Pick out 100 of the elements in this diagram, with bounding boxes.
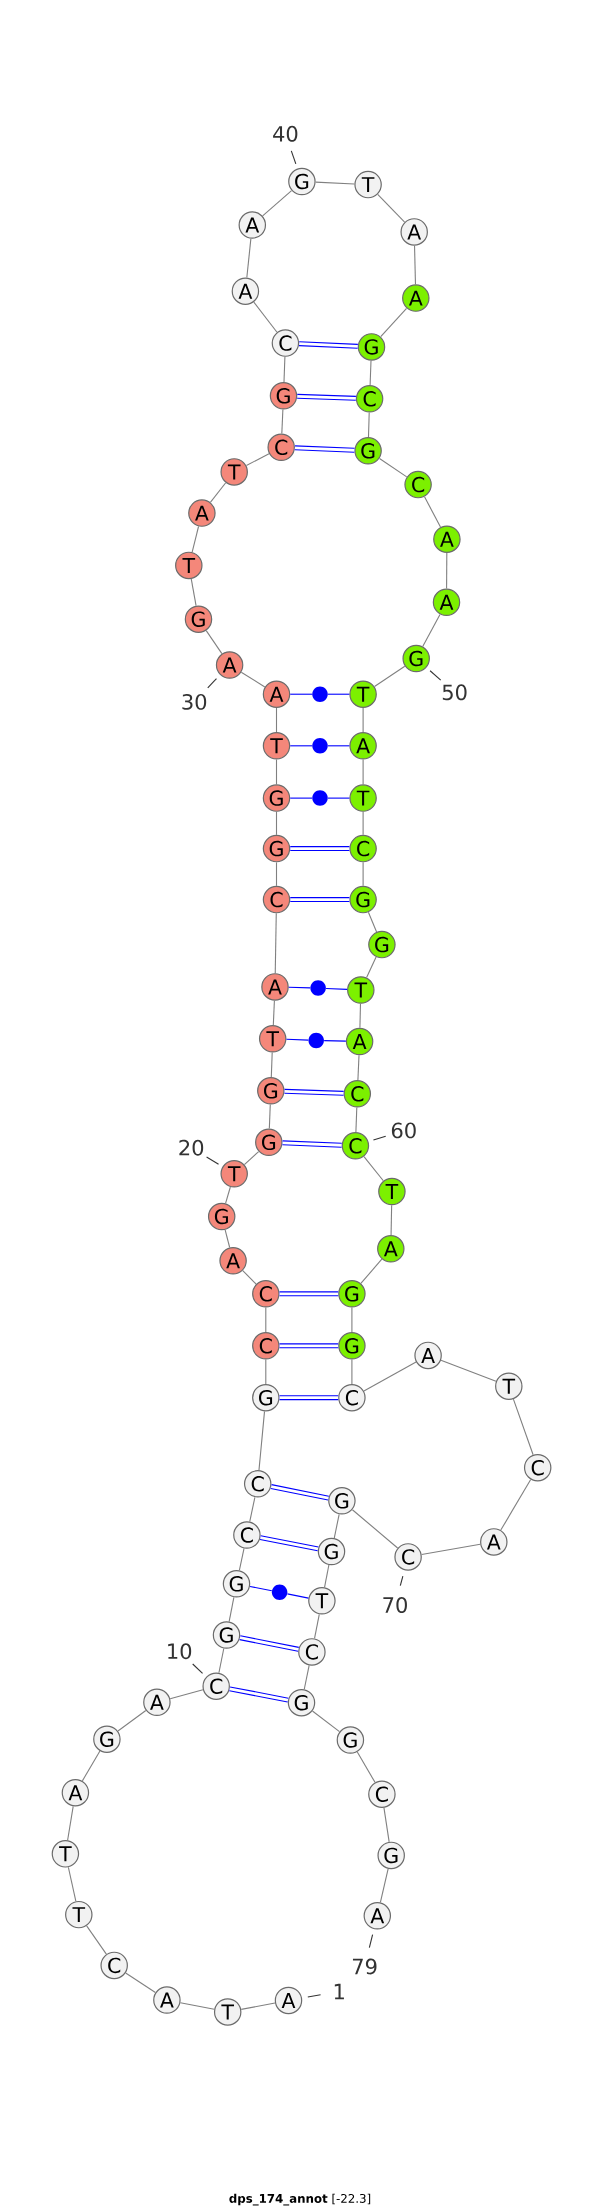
position-number: 30 <box>182 693 207 710</box>
backbone-line <box>362 707 364 733</box>
backbone-line <box>356 1751 376 1783</box>
pair-dot <box>312 686 328 702</box>
backbone-line <box>367 911 378 933</box>
position-number: 79 <box>352 1958 377 1975</box>
base-pair-line <box>285 1038 309 1041</box>
backbone-line <box>373 665 406 688</box>
backbone-line <box>363 1156 384 1182</box>
base-pair-line <box>286 1593 309 1599</box>
backbone-line <box>367 412 370 438</box>
backbone-line <box>333 1513 340 1539</box>
backbone-line <box>314 1613 320 1639</box>
position-number: 50 <box>442 684 467 701</box>
base-pair-line <box>282 1140 342 1148</box>
backbone-line <box>281 409 284 435</box>
backbone-line <box>240 671 266 688</box>
position-number: 40 <box>273 125 298 142</box>
position-number: 10 <box>168 1643 192 1660</box>
backbone-line <box>265 1307 267 1333</box>
backbone-line <box>351 1359 353 1385</box>
backbone-line <box>125 1972 156 1994</box>
leader-line <box>399 1575 404 1587</box>
leader-line <box>307 1994 322 1998</box>
position-number: 1 <box>334 1983 344 2000</box>
base-pair-line <box>290 846 350 852</box>
base-pair-line <box>327 693 350 695</box>
leader-line <box>372 1135 387 1141</box>
backbone-line <box>67 1866 77 1902</box>
base-pair-line <box>327 745 350 747</box>
backbone-line <box>303 1664 310 1690</box>
backbone-line <box>377 193 406 223</box>
backbone-line <box>423 496 442 528</box>
pair-dot <box>271 1584 288 1601</box>
backbone-line <box>512 1398 534 1456</box>
base-pair-line <box>279 1343 339 1349</box>
leader-line <box>290 150 297 165</box>
backbone-line <box>228 1596 235 1623</box>
backbone-line <box>369 360 372 386</box>
pair-dot <box>312 738 328 754</box>
pair-dot <box>308 1032 324 1049</box>
base-pair-line <box>299 341 358 349</box>
backbone-line <box>190 578 197 607</box>
base-pair-line <box>270 1484 329 1501</box>
backbone-line <box>272 1000 275 1026</box>
backbone-line <box>363 1361 417 1392</box>
backbone-line <box>378 457 408 478</box>
base-pair-line <box>249 1585 273 1592</box>
base-pair-line <box>289 797 313 799</box>
backbone-line <box>179 2002 215 2010</box>
backbone-line <box>379 1868 389 1903</box>
backbone-line <box>390 1204 393 1236</box>
backbone-line <box>383 1807 390 1843</box>
backbone-line <box>355 1107 358 1133</box>
backbone-line <box>258 1410 266 1471</box>
backbone-line <box>205 630 223 655</box>
backbone-line <box>275 861 278 887</box>
base-pair-line <box>239 1635 299 1652</box>
backbone-line <box>67 1805 74 1841</box>
pair-dot <box>310 980 326 996</box>
backbone-line <box>191 525 200 553</box>
position-number: 70 <box>383 1597 407 1613</box>
backbone-line <box>360 1258 383 1284</box>
backbone-line <box>238 1547 245 1571</box>
backbone-line <box>380 307 408 338</box>
backbone-line <box>283 356 286 383</box>
leader-line <box>206 1156 220 1165</box>
backbone-line <box>265 1359 267 1385</box>
backbone-line <box>242 1270 257 1285</box>
backbone-line <box>500 1479 532 1531</box>
backbone-line <box>440 1359 497 1382</box>
base-pair-line <box>284 1088 344 1096</box>
backbone-line <box>240 2002 276 2010</box>
base-pair-line <box>279 1291 339 1297</box>
leader-line <box>207 678 217 689</box>
base-pair-line <box>279 1395 339 1401</box>
backbone-line <box>351 1509 399 1549</box>
base-pair-line <box>294 445 355 453</box>
backbone-line <box>268 1104 271 1130</box>
base-pair-line <box>297 393 356 401</box>
backbone-line <box>218 1647 225 1674</box>
base-pair-line <box>259 1535 319 1552</box>
base-pair-line <box>327 797 350 799</box>
backbone-line <box>270 1052 273 1078</box>
position-number: 20 <box>179 1139 204 1156</box>
base-pair-line <box>289 745 313 747</box>
backbone-line <box>249 1496 256 1523</box>
backbone-line <box>225 1186 231 1204</box>
leader-line <box>368 1934 374 1949</box>
backbone-line <box>81 1750 101 1782</box>
backbone-line <box>421 1543 481 1556</box>
backbone-line <box>362 759 364 785</box>
backbone-line <box>246 238 252 279</box>
backbone-line <box>275 811 278 836</box>
backbone-line <box>359 1003 362 1029</box>
base-pair-line <box>229 1686 289 1703</box>
backbone-line <box>224 1229 231 1249</box>
backbone-line <box>366 956 377 979</box>
base-pair-line <box>325 987 348 990</box>
base-pair-line <box>323 1040 347 1042</box>
